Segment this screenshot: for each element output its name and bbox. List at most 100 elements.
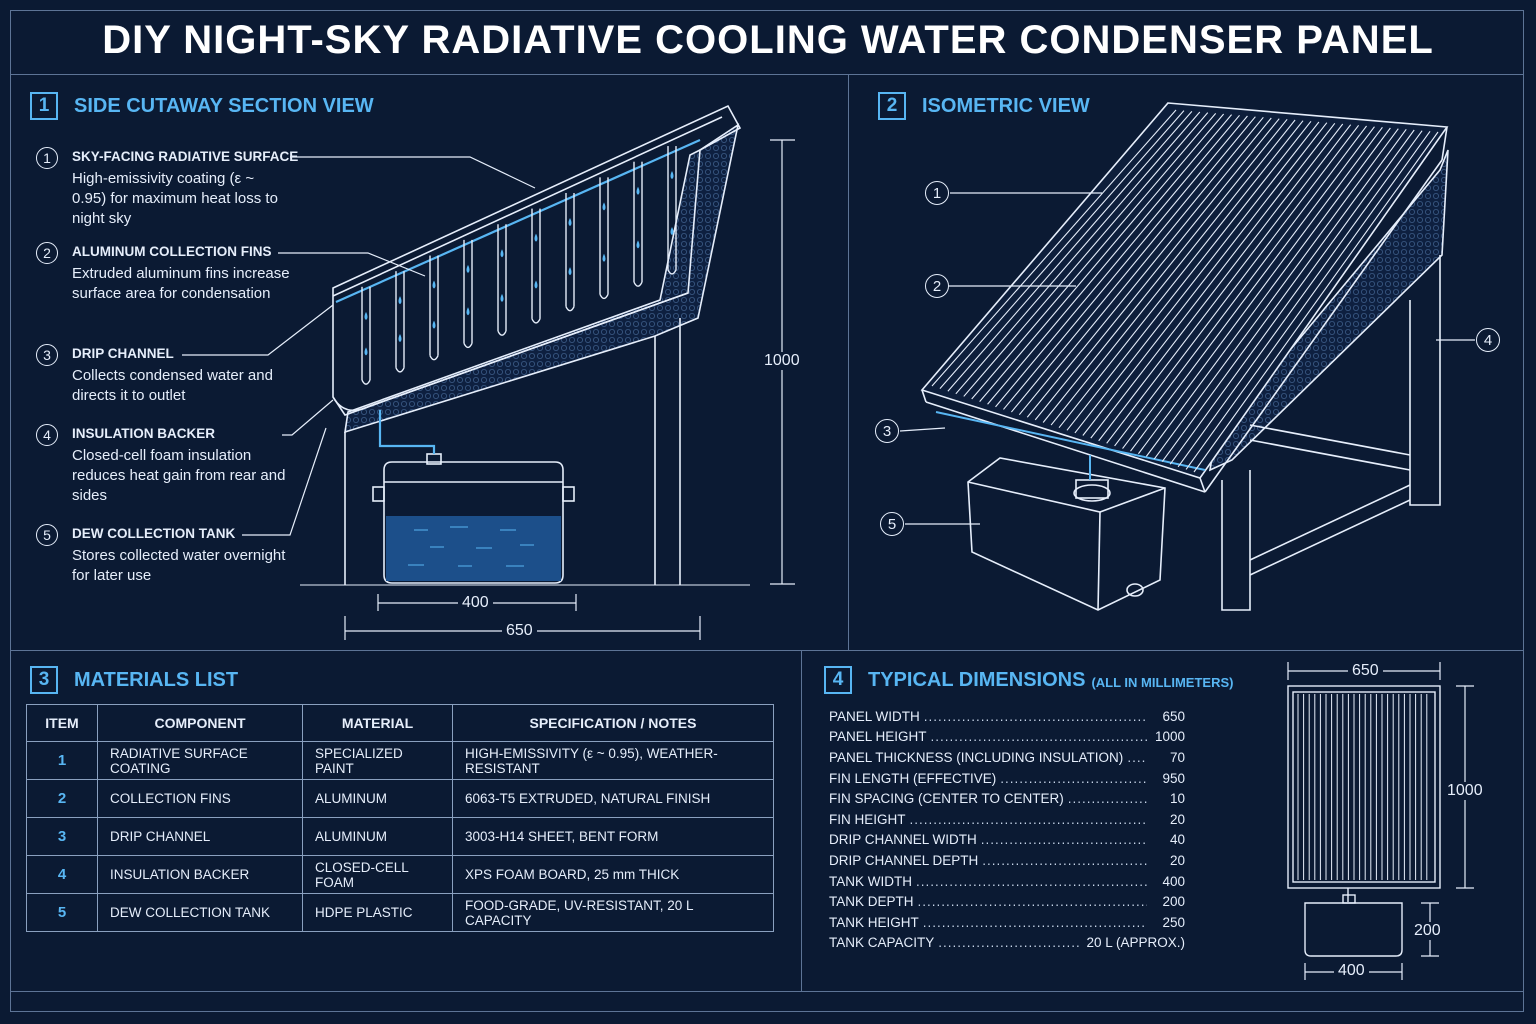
iso-fin-line xyxy=(1193,131,1439,473)
water-drop xyxy=(670,171,674,180)
dot-leader: ........................................… xyxy=(980,832,1147,848)
cutaway-fins xyxy=(361,146,677,385)
table-header-row: ITEM COMPONENT MATERIAL SPECIFICATION / … xyxy=(26,704,774,742)
iso-fin-line xyxy=(1106,124,1352,444)
dim-value: 20 xyxy=(1169,811,1185,827)
isometric-drawing xyxy=(920,102,1449,611)
callout-heading: DEW COLLECTION TANK xyxy=(72,526,236,541)
section-number: 2 xyxy=(878,92,906,120)
list-item: FIN SPACING (CENTER TO CENTER)..........… xyxy=(829,788,1185,809)
dot-leader: ........................................… xyxy=(1000,770,1147,786)
iso-fin-line xyxy=(1090,122,1336,439)
cutaway-tank-dim: 400 xyxy=(458,594,493,612)
radiative-surface xyxy=(335,138,701,304)
iso-fin-line xyxy=(1034,118,1280,421)
fin-tip xyxy=(463,343,473,349)
water-drop xyxy=(670,226,674,235)
front-view xyxy=(1287,685,1441,957)
callout-heading: ALUMINUM COLLECTION FINS xyxy=(72,244,272,259)
iso-fin-line xyxy=(971,112,1217,400)
cutaway-height-dim: 1000 xyxy=(760,352,804,370)
fin-tip xyxy=(531,318,541,324)
fin-tip xyxy=(429,355,439,361)
list-item: TANK HEIGHT.............................… xyxy=(829,912,1185,933)
water-drop xyxy=(466,307,470,316)
iso-fin-line xyxy=(1161,129,1407,462)
dot-leader: ........................................… xyxy=(922,914,1147,930)
iso-leaders xyxy=(899,192,1475,525)
dim-value: 20 xyxy=(1169,852,1185,868)
list-item: TANK WIDTH..............................… xyxy=(829,871,1185,892)
fin-tip xyxy=(565,306,575,312)
list-item: PANEL HEIGHT............................… xyxy=(829,727,1185,748)
iso-fin-line xyxy=(1137,127,1383,455)
dot-leader: ........................................… xyxy=(916,873,1147,889)
water-drop xyxy=(432,280,436,289)
section-title: SIDE CUTAWAY SECTION VIEW xyxy=(74,94,374,117)
iso-marker-5: 5 xyxy=(880,512,904,536)
section-materials-header: 3 MATERIALS LIST xyxy=(30,666,238,694)
dim-label: PANEL HEIGHT xyxy=(829,729,927,745)
column-header: SPECIFICATION / NOTES xyxy=(452,704,774,742)
callout-description: Closed-cell foam insulation reduces heat… xyxy=(72,447,286,504)
spec-cell: FOOD-GRADE, UV-RESISTANT, 20 L CAPACITY xyxy=(452,893,774,932)
callout-description: High-emissivity coating (ε ~ 0.95) for m… xyxy=(72,170,278,227)
section-title: TYPICAL DIMENSIONS xyxy=(868,668,1086,691)
iso-marker-1: 1 xyxy=(925,181,949,205)
water-drop xyxy=(568,267,572,276)
component-cell: DEW COLLECTION TANK xyxy=(97,893,303,932)
water-drop xyxy=(432,320,436,329)
component-cell: COLLECTION FINS xyxy=(97,779,303,818)
section-number: 1 xyxy=(30,92,58,120)
spec-cell: 6063-T5 EXTRUDED, NATURAL FINISH xyxy=(452,779,774,818)
iso-fin-line xyxy=(1145,127,1391,457)
materials-table: ITEM COMPONENT MATERIAL SPECIFICATION / … xyxy=(26,704,774,932)
section-number: 3 xyxy=(30,666,58,694)
water-drop xyxy=(602,253,606,262)
front-width-dim: 650 xyxy=(1348,662,1383,680)
dim-value: 950 xyxy=(1162,770,1185,786)
callout-heading: SKY-FACING RADIATIVE SURFACE xyxy=(72,149,299,164)
front-fins xyxy=(1297,694,1428,880)
iso-fin-line xyxy=(1066,120,1312,431)
iso-fin-line xyxy=(1114,125,1360,447)
material-cell: ALUMINUM xyxy=(302,817,453,856)
spec-cell: XPS FOAM BOARD, 25 mm THICK xyxy=(452,855,774,894)
water-drop xyxy=(364,311,368,320)
list-item: PANEL WIDTH.............................… xyxy=(829,706,1185,727)
dot-leader: ........................................… xyxy=(982,852,1147,868)
iso-fin-line xyxy=(1169,129,1415,465)
callout-number: 2 xyxy=(36,242,58,264)
iso-marker-3: 3 xyxy=(875,419,899,443)
callout-description: Collects condensed water and directs it … xyxy=(72,367,273,404)
iso-fin-line xyxy=(987,114,1232,405)
iso-fin-line xyxy=(1177,130,1423,468)
callout-description: Stores collected water overnight for lat… xyxy=(72,547,286,584)
iso-fin-line xyxy=(939,110,1185,389)
dim-label: DRIP CHANNEL DEPTH xyxy=(829,852,979,868)
iso-fin-line xyxy=(1003,115,1248,410)
section-isometric-header: 2 ISOMETRIC VIEW xyxy=(878,92,1090,120)
iso-fin-line xyxy=(1042,118,1288,423)
dim-value: 40 xyxy=(1169,832,1185,848)
front-height-dim: 1000 xyxy=(1443,782,1487,800)
iso-fin-line xyxy=(1098,123,1344,442)
iso-fin-line xyxy=(1185,131,1431,470)
dim-value: 400 xyxy=(1162,873,1185,889)
column-header: ITEM xyxy=(26,704,98,742)
table-row: 3 DRIP CHANNEL ALUMINUM 3003-H14 SHEET, … xyxy=(26,817,774,856)
spec-cell: HIGH-EMISSIVITY (ε ~ 0.95), WEATHER-RESI… xyxy=(452,741,774,780)
callout-number: 4 xyxy=(36,424,58,446)
item-number: 4 xyxy=(26,855,98,894)
page-frame xyxy=(10,10,1524,1012)
fin-tip xyxy=(599,294,609,300)
material-cell: SPECIALIZED PAINT xyxy=(302,741,453,780)
dim-label: DRIP CHANNEL WIDTH xyxy=(829,832,977,848)
dim-label: TANK CAPACITY xyxy=(829,935,935,951)
spec-cell: 3003-H14 SHEET, BENT FORM xyxy=(452,817,774,856)
iso-drip-channel xyxy=(935,411,1206,471)
item-number: 1 xyxy=(26,741,98,780)
section-title: ISOMETRIC VIEW xyxy=(922,94,1090,117)
iso-fin-line xyxy=(1010,116,1256,413)
